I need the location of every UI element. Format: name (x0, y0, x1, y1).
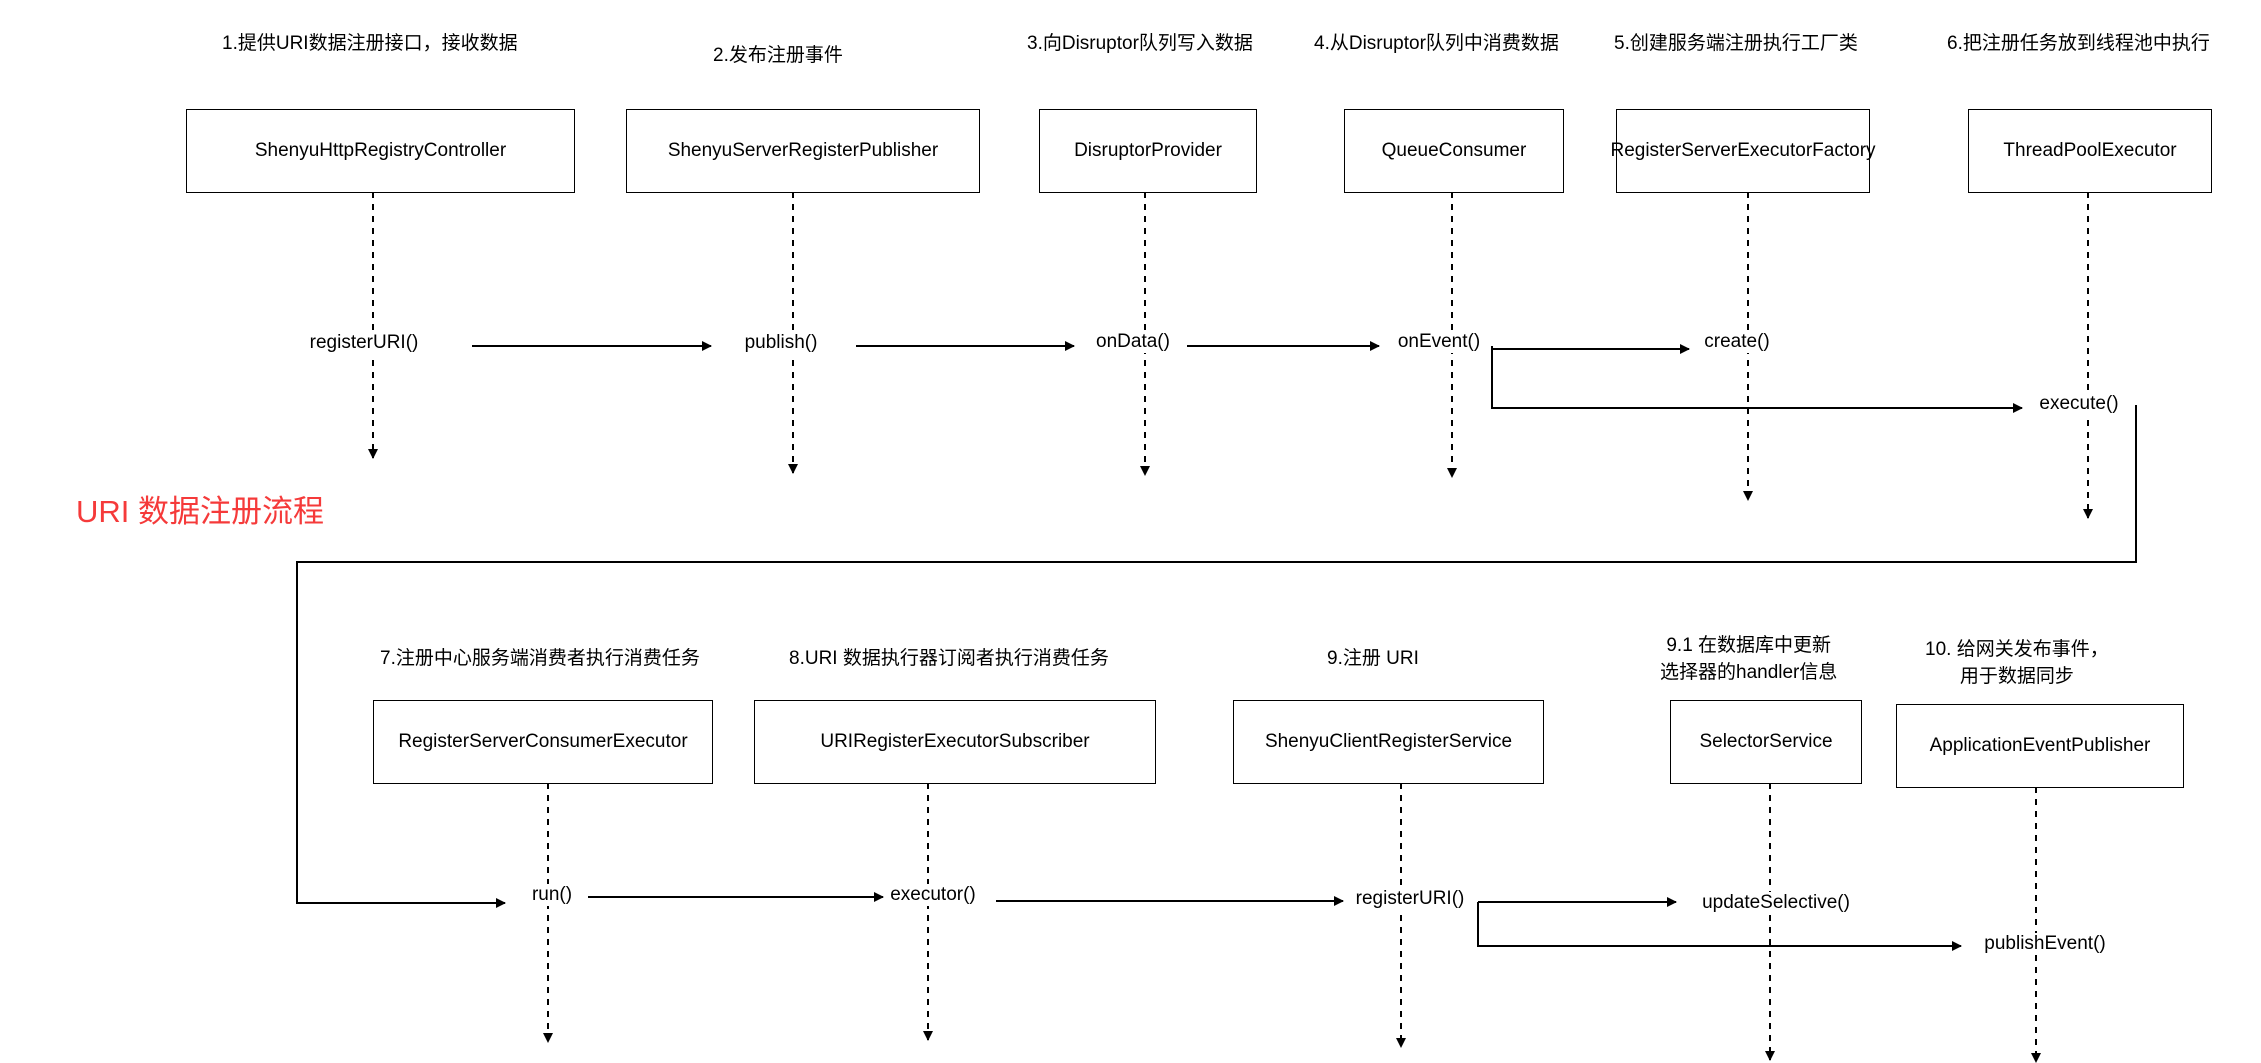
component-shenyu-server-register-publisher: ShenyuServerRegisterPublisher (626, 109, 980, 193)
message-arrow-onevent-to-create (1491, 344, 1690, 354)
call-label-create: create() (1701, 331, 1773, 353)
call-label-executor: executor() (887, 884, 979, 906)
call-label-on-event: onEvent() (1394, 331, 1484, 353)
call-label-register-uri-2: registerURI() (1352, 888, 1468, 910)
component-name: DisruptorProvider (1074, 140, 1222, 161)
component-selector-service: SelectorService (1670, 700, 1862, 784)
call-label-run: run() (528, 884, 576, 906)
step-label-9: 9.注册 URI (1327, 648, 1419, 669)
component-register-server-consumer-executor: RegisterServerConsumerExecutor (373, 700, 713, 784)
component-name: ShenyuHttpRegistryController (254, 140, 507, 161)
component-name: QueueConsumer (1381, 140, 1527, 161)
component-name: RegisterServerConsumerExecutor (398, 731, 688, 752)
component-application-event-publisher: ApplicationEventPublisher (1896, 704, 2184, 788)
message-arrow-execute-to-run (296, 405, 2137, 908)
step-label-10: 10. 给网关发布事件， 用于数据同步 (1925, 639, 2109, 687)
step-label-6: 6.把注册任务放到线程池中执行 (1947, 33, 2210, 54)
component-uri-register-executor-subscriber: URIRegisterExecutorSubscriber (754, 700, 1156, 784)
step-label-2: 2.发布注册事件 (713, 45, 843, 66)
component-name: ThreadPoolExecutor (2003, 140, 2177, 161)
message-arrow-registeruri-to-publishevent (1477, 902, 1962, 951)
component-name: RegisterServerExecutorFactory (1610, 140, 1876, 161)
call-label-publish-event: publishEvent() (1981, 933, 2109, 955)
diagram-title: URI 数据注册流程 (76, 494, 324, 529)
component-name: ShenyuServerRegisterPublisher (667, 140, 939, 161)
message-arrow-onevent-to-execute (1491, 349, 2023, 413)
step-label-8: 8.URI 数据执行器订阅者执行消费任务 (789, 648, 1109, 669)
component-thread-pool-executor: ThreadPoolExecutor (1968, 109, 2212, 193)
component-name: SelectorService (1699, 731, 1833, 752)
component-name: ShenyuClientRegisterService (1264, 731, 1513, 752)
component-register-server-executor-factory: RegisterServerExecutorFactory (1610, 109, 1876, 193)
component-name: URIRegisterExecutorSubscriber (820, 731, 1090, 752)
step-label-1: 1.提供URI数据注册接口，接收数据 (222, 33, 518, 54)
component-shenyu-http-registry-controller: ShenyuHttpRegistryController (186, 109, 575, 193)
call-label-publish: publish() (741, 332, 821, 354)
step-label-7: 7.注册中心服务端消费者执行消费任务 (380, 648, 700, 669)
component-shenyu-client-register-service: ShenyuClientRegisterService (1233, 700, 1544, 784)
step-label-3: 3.向Disruptor队列写入数据 (1027, 33, 1253, 54)
component-disruptor-provider: DisruptorProvider (1039, 109, 1257, 193)
component-name: ApplicationEventPublisher (1929, 735, 2151, 756)
call-label-execute: execute() (2036, 393, 2122, 415)
component-queue-consumer: QueueConsumer (1344, 109, 1564, 193)
call-label-register-uri: registerURI() (306, 332, 422, 354)
step-label-5: 5.创建服务端注册执行工厂类 (1614, 33, 1858, 54)
call-label-on-data: onData() (1093, 331, 1173, 353)
step-label-9-1: 9.1 在数据库中更新 选择器的handler信息 (1660, 635, 1838, 683)
call-label-update-selective: updateSelective() (1699, 892, 1853, 914)
step-label-4: 4.从Disruptor队列中消费数据 (1314, 33, 1559, 54)
